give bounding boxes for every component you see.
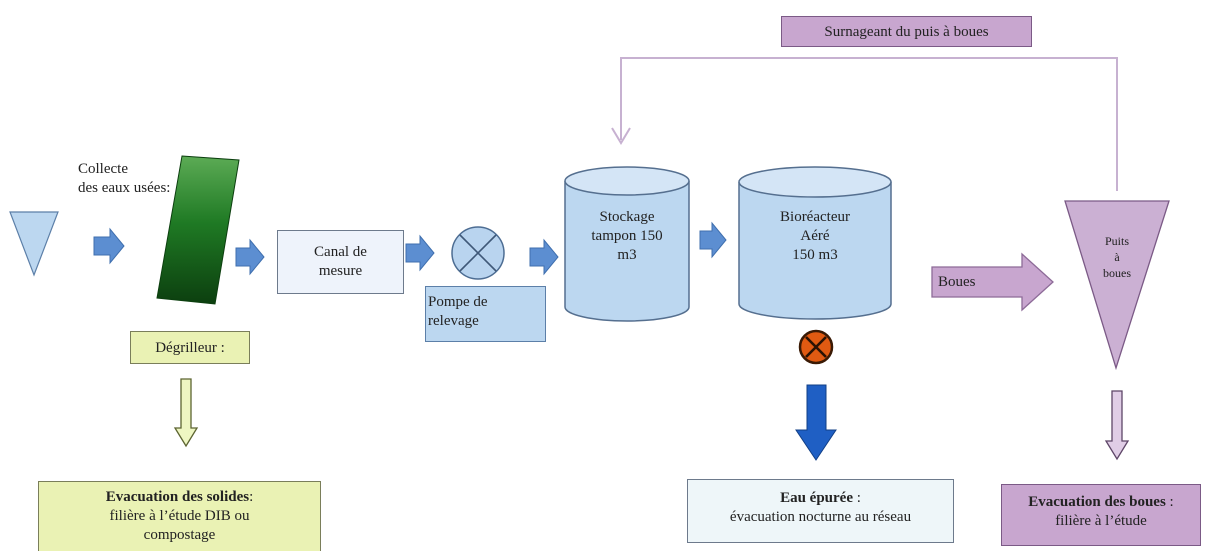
bioreactor-label: Bioréacteur Aéré 150 m3 <box>739 208 891 264</box>
evacuation-solides-colon: : <box>249 489 254 505</box>
evacuation-solides-title: Evacuation des solides <box>105 489 250 505</box>
evacuation-solides-line2: filière à l’étude DIB ou <box>109 507 250 524</box>
collection-label-line1: Collecte <box>78 161 128 177</box>
grille-screen <box>156 155 240 305</box>
storage-tank-cylinder <box>564 166 690 322</box>
outlet-pump-symbol <box>798 329 834 365</box>
evacuation-boues-colon: : <box>1165 494 1174 510</box>
pompe-relevage-box: Pompe de relevage <box>425 286 546 342</box>
pump-symbol <box>451 226 505 280</box>
sludge-arrow-label: Boues <box>938 274 976 290</box>
degrilleur-label-box: Dégrilleur : <box>130 331 250 364</box>
eau-epuree-colon: : <box>853 490 861 506</box>
supernatant-return-line <box>620 57 1118 191</box>
flow-arrow-3 <box>405 234 435 272</box>
treated-water-arrow <box>795 384 837 461</box>
sludge-well-label-line1: Puits <box>1104 234 1129 248</box>
sludge-well-cone <box>1064 200 1170 371</box>
flow-arrow-4 <box>529 238 559 276</box>
evacuation-boues-line2: filière à l’étude <box>1055 512 1147 529</box>
collection-label: Collecte des eaux usées: <box>78 160 170 198</box>
pompe-label-line2: relevage <box>428 312 479 329</box>
storage-label-line1: Stockage <box>599 209 655 225</box>
collection-inlet-triangle <box>9 211 59 277</box>
flow-arrow-5 <box>699 221 727 259</box>
evacuation-boues-title: Evacuation des boues <box>1028 494 1166 510</box>
evacuation-boues-box: Evacuation des boues : filière à l’étude <box>1001 484 1201 546</box>
supernatant-arrowhead <box>611 127 631 145</box>
evacuation-solides-box: Evacuation des solides: filière à l’étud… <box>38 481 321 551</box>
sludge-well-label-line2: à <box>1114 250 1120 265</box>
canal-label-line2: mesure <box>318 262 363 279</box>
bioreactor-label-line3: 150 m3 <box>792 246 838 263</box>
sludge-arrow <box>931 252 1054 312</box>
flow-arrow-2 <box>235 238 265 276</box>
eau-epuree-title: Eau épurée <box>780 490 853 506</box>
supernatant-label: Surnageant du puis à boues <box>824 24 989 40</box>
solids-arrow <box>173 378 199 448</box>
pompe-label-line1: Pompe de <box>428 294 488 310</box>
bioreactor-cylinder <box>738 166 892 320</box>
eau-epuree-box: Eau épurée : évacuation nocturne au rése… <box>687 479 954 543</box>
eau-epuree-line2: évacuation nocturne au réseau <box>729 508 912 525</box>
degrilleur-label: Dégrilleur : <box>155 340 225 356</box>
sludge-out-arrow <box>1104 390 1130 461</box>
evacuation-solides-line3: compostage <box>143 526 216 543</box>
flow-arrow-1 <box>93 227 125 265</box>
storage-label-line3: m3 <box>617 246 637 263</box>
supernatant-label-box: Surnageant du puis à boues <box>781 16 1032 47</box>
storage-label-line2: tampon 150 <box>591 227 663 244</box>
canal-label-line1: Canal de <box>314 244 367 260</box>
bioreactor-label-line2: Aéré <box>800 227 830 244</box>
collection-label-line2: des eaux usées: <box>78 179 171 196</box>
sludge-well-label-line3: boues <box>1103 266 1131 281</box>
sludge-well-label: Puits à boues <box>1086 233 1148 282</box>
bioreactor-label-line1: Bioréacteur <box>780 209 850 225</box>
canal-de-mesure-box: Canal de mesure <box>277 230 404 294</box>
storage-tank-label: Stockage tampon 150 m3 <box>565 208 689 264</box>
